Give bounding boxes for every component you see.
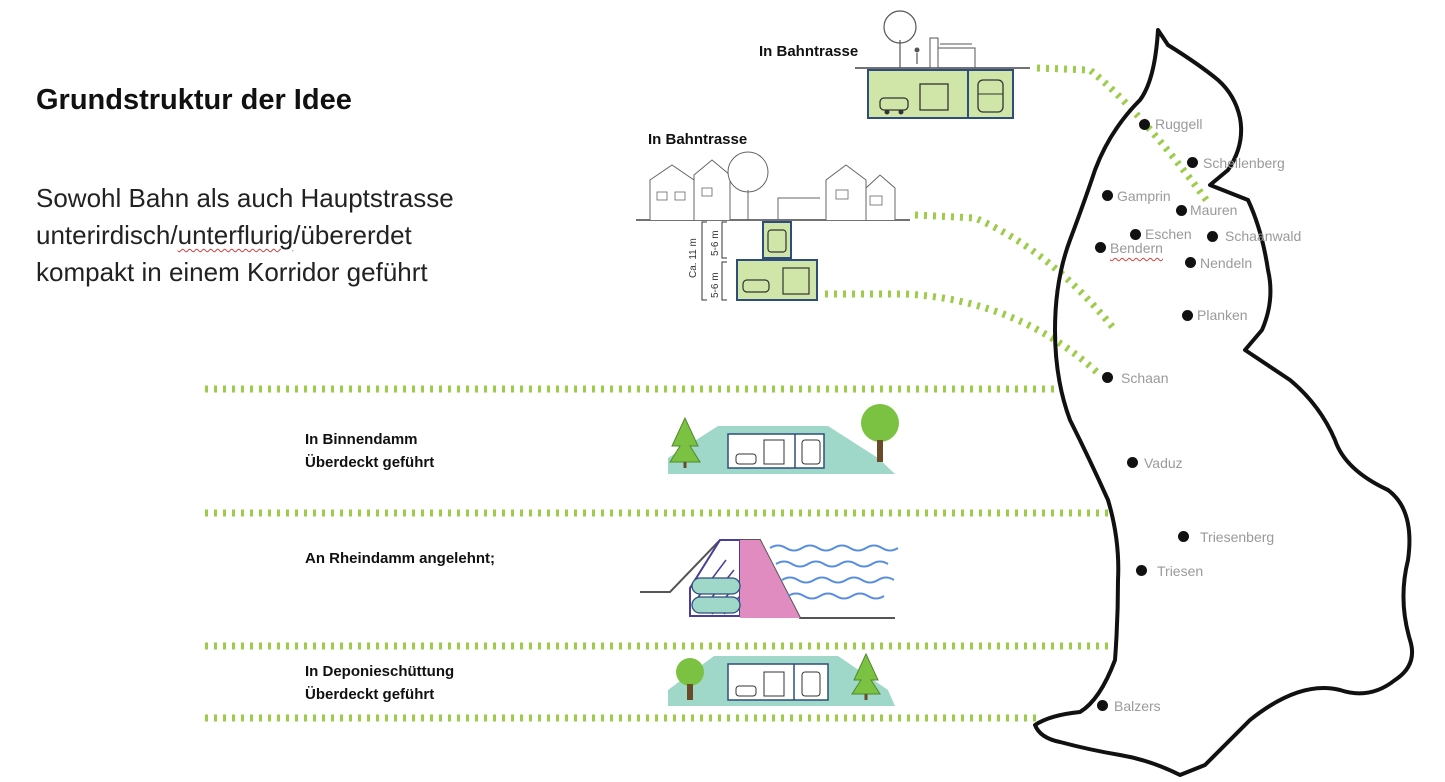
dimension-total: Ca. 11 m	[688, 238, 699, 278]
tube-lower	[691, 596, 741, 614]
dimension-bracket-upper	[721, 221, 727, 259]
map-label-schaan: Schaan	[1121, 370, 1169, 386]
label-deponie-line2: Überdeckt geführt	[305, 686, 435, 703]
tree-icon	[883, 10, 917, 44]
label-bahntrasse-stacked: In Bahntrasse	[648, 131, 748, 148]
label-deponie: In Deponieschüttung Überdeckt geführt	[305, 660, 454, 706]
label-binnendamm-line2: Überdeckt geführt	[305, 454, 435, 471]
round-tree-icon	[861, 404, 899, 442]
country-outline	[1033, 28, 1415, 777]
label-binnendamm-line1: In Binnendamm	[305, 431, 418, 448]
section-binnendamm	[668, 404, 899, 474]
dimension-lower: 5-6 m	[710, 272, 721, 298]
car-icon	[879, 97, 909, 111]
map-label-ruggell: Ruggell	[1155, 116, 1203, 132]
map-dot-triesen	[1136, 565, 1147, 576]
map-dot-schellenberg	[1187, 157, 1198, 168]
pine-tree-icon	[669, 416, 701, 463]
water-waves	[769, 544, 899, 600]
tree-icon-2	[727, 151, 769, 193]
body-line-2-a: unterirdisch/	[36, 220, 178, 250]
map-dot-balzers	[1097, 700, 1108, 711]
map-label-triesen: Triesen	[1157, 563, 1204, 579]
body-line-1: Sowohl Bahn als auch Hauptstrasse	[36, 183, 454, 213]
section-bahntrasse-stacked	[636, 151, 910, 301]
map-dot-schaan	[1102, 372, 1113, 383]
map-dot-vaduz	[1127, 457, 1138, 468]
map-dot-gamprin	[1102, 190, 1113, 201]
map-dot-planken	[1182, 310, 1193, 321]
map-label-triesenberg: Triesenberg	[1200, 529, 1275, 545]
map-dot-nendeln	[1185, 257, 1196, 268]
map-label-eschen: Eschen	[1145, 226, 1192, 242]
label-binnendamm: In Binnendamm Überdeckt geführt	[305, 428, 434, 474]
map-label-bendern: Bendern	[1110, 240, 1163, 256]
map-dot-bendern	[1095, 242, 1106, 253]
label-deponie-line1: In Deponieschüttung	[305, 663, 455, 680]
car-icon-2	[742, 279, 770, 293]
truck-icon-2	[782, 267, 810, 295]
body-line-2-b: /übererdet	[293, 220, 412, 250]
corridor-lines	[205, 64, 1213, 722]
body-line-2: unterirdisch/unterflurig/übererdet	[36, 217, 454, 254]
bridge-icon-2	[777, 197, 820, 220]
section-rheindamm	[640, 539, 899, 619]
dimension-bracket-lower	[721, 261, 727, 301]
connector-middle	[914, 211, 1118, 333]
pedestrian-icon	[914, 47, 920, 53]
section-bahntrasse-top	[855, 10, 1030, 119]
map-label-gamprin: Gamprin	[1117, 188, 1171, 204]
map-label-planken: Planken	[1197, 307, 1248, 323]
label-bahntrasse-top: In Bahntrasse	[759, 43, 859, 60]
tunnel-box-upper	[762, 221, 792, 259]
round-tree-icon-2	[676, 658, 704, 686]
map-dot-schaanwald	[1207, 231, 1218, 242]
map-label-mauren: Mauren	[1190, 202, 1238, 218]
body-line-3: kompakt in einem Korridor geführt	[36, 257, 428, 287]
house-icon	[649, 164, 695, 220]
slide-title: Grundstruktur der Idee	[36, 84, 352, 116]
map-label-vaduz: Vaduz	[1144, 455, 1183, 471]
body-line-2-squiggly: unterflurig	[177, 220, 294, 250]
train-icon	[977, 79, 1004, 113]
map-label-schaanwald: Schaanwald	[1225, 228, 1302, 244]
connector-lower	[825, 290, 1103, 378]
connector-top	[1036, 64, 1213, 208]
tunnel-box-deponie	[727, 663, 829, 701]
map-dot-eschen	[1130, 229, 1141, 240]
truck-icon	[919, 83, 949, 111]
label-rheindamm: An Rheindamm angelehnt;	[305, 550, 496, 567]
dimension-upper: 5-6 m	[710, 230, 721, 256]
map-label-balzers: Balzers	[1114, 698, 1161, 714]
map-label-nendeln: Nendeln	[1200, 255, 1253, 271]
rhine-dam	[740, 540, 800, 618]
slide-body: Sowohl Bahn als auch Hauptstrasse unteri…	[36, 180, 454, 291]
tube-upper	[691, 577, 741, 595]
map-label-schellenberg: Schellenberg	[1203, 155, 1285, 171]
map-dot-ruggell	[1139, 119, 1150, 130]
dimension-bracket-total	[701, 221, 707, 301]
bridge-icon	[929, 37, 939, 69]
train-icon-2	[767, 229, 787, 253]
section-deponie	[668, 652, 895, 706]
house-icon-2	[825, 164, 867, 220]
tunnel-box-binnendamm	[727, 433, 825, 469]
map-dot-mauren	[1176, 205, 1187, 216]
map-dot-triesenberg	[1178, 531, 1189, 542]
